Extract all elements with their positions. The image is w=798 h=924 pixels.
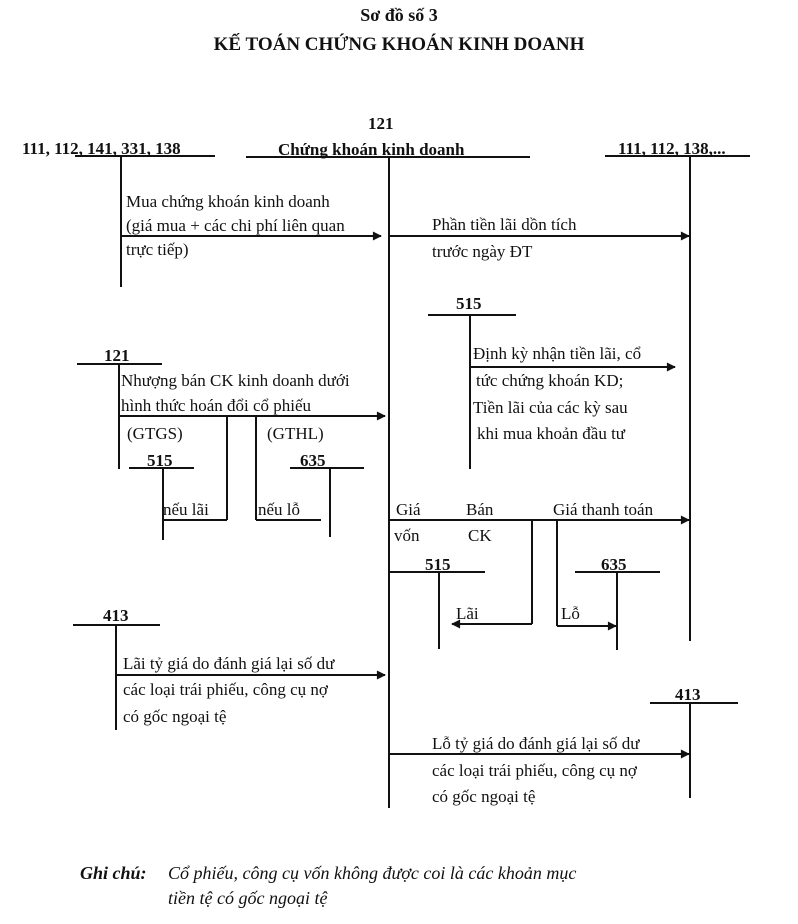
if-gain-label: nếu lãi: [163, 500, 209, 519]
if-loss-label: nếu lỗ: [258, 500, 301, 519]
fx-loss-label-3: có gốc ngoại tệ: [432, 787, 536, 806]
account-515-lower: 515: [425, 555, 451, 574]
periodic-interest-label-3: Tiền lãi của các kỳ sau: [473, 398, 628, 417]
exchange-sale-label-1: Nhượng bán CK kinh doanh dưới: [121, 371, 350, 390]
note-label: Ghi chú:: [80, 863, 147, 883]
account-121-number: 121: [368, 114, 394, 133]
account-121-left: 121: [104, 346, 130, 365]
account-413-left: 413: [103, 606, 129, 625]
exchange-sale-label-2: hình thức hoán đổi cổ phiếu: [121, 396, 312, 415]
periodic-interest-label-2: tức chứng khoán KD;: [476, 371, 624, 390]
account-515-mid: 515: [456, 294, 482, 313]
sale-label-2: CK: [468, 526, 492, 545]
fx-loss-label-1: Lỗ tỷ giá do đánh giá lại số dư: [432, 734, 640, 753]
account-right-top: 111, 112, 138,...: [618, 139, 726, 158]
fx-loss-label-2: các loại trái phiếu, công cụ nợ: [432, 761, 637, 780]
account-413-right: 413: [675, 685, 701, 704]
account-635-lower: 635: [601, 555, 627, 574]
gthl-label: (GTHL): [267, 424, 324, 443]
note-text-2: tiền tệ có gốc ngoại tệ: [168, 888, 328, 908]
sale-label-1: Bán: [466, 500, 494, 519]
loss-label: Lỗ: [561, 604, 580, 623]
payment-price-label: Giá thanh toán: [553, 500, 654, 519]
note-text-1: Cổ phiếu, công cụ vốn không được coi là …: [168, 863, 577, 883]
account-635-left: 635: [300, 451, 326, 470]
fx-gain-label-3: có gốc ngoại tệ: [123, 707, 227, 726]
cost-label-2: vốn: [394, 526, 420, 545]
account-left-top: 111, 112, 141, 331, 138: [22, 139, 181, 158]
account-121-name: Chứng khoán kinh doanh: [278, 140, 465, 159]
accrued-interest-label-2: trước ngày ĐT: [432, 242, 533, 261]
accrued-interest-label-1: Phần tiền lãi dồn tích: [432, 215, 577, 234]
purchase-label-1: Mua chứng khoán kinh doanh: [126, 192, 330, 211]
purchase-label-3: trực tiếp): [126, 240, 189, 259]
gain-label: Lãi: [456, 604, 479, 623]
account-515-left: 515: [147, 451, 173, 470]
purchase-label-2: (giá mua + các chi phí liên quan: [126, 216, 345, 235]
gtgs-label: (GTGS): [127, 424, 183, 443]
diagram-number: Sơ đồ số 3: [360, 5, 438, 25]
cost-label-1: Giá: [396, 500, 421, 519]
diagram-title: KẾ TOÁN CHỨNG KHOÁN KINH DOANH: [213, 34, 585, 55]
periodic-interest-label-1: Định kỳ nhận tiền lãi, cổ: [473, 344, 642, 363]
fx-gain-label-2: các loại trái phiếu, công cụ nợ: [123, 680, 328, 699]
fx-gain-label-1: Lãi tỷ giá do đánh giá lại số dư: [123, 654, 335, 673]
periodic-interest-label-4: khi mua khoản đầu tư: [477, 424, 626, 443]
